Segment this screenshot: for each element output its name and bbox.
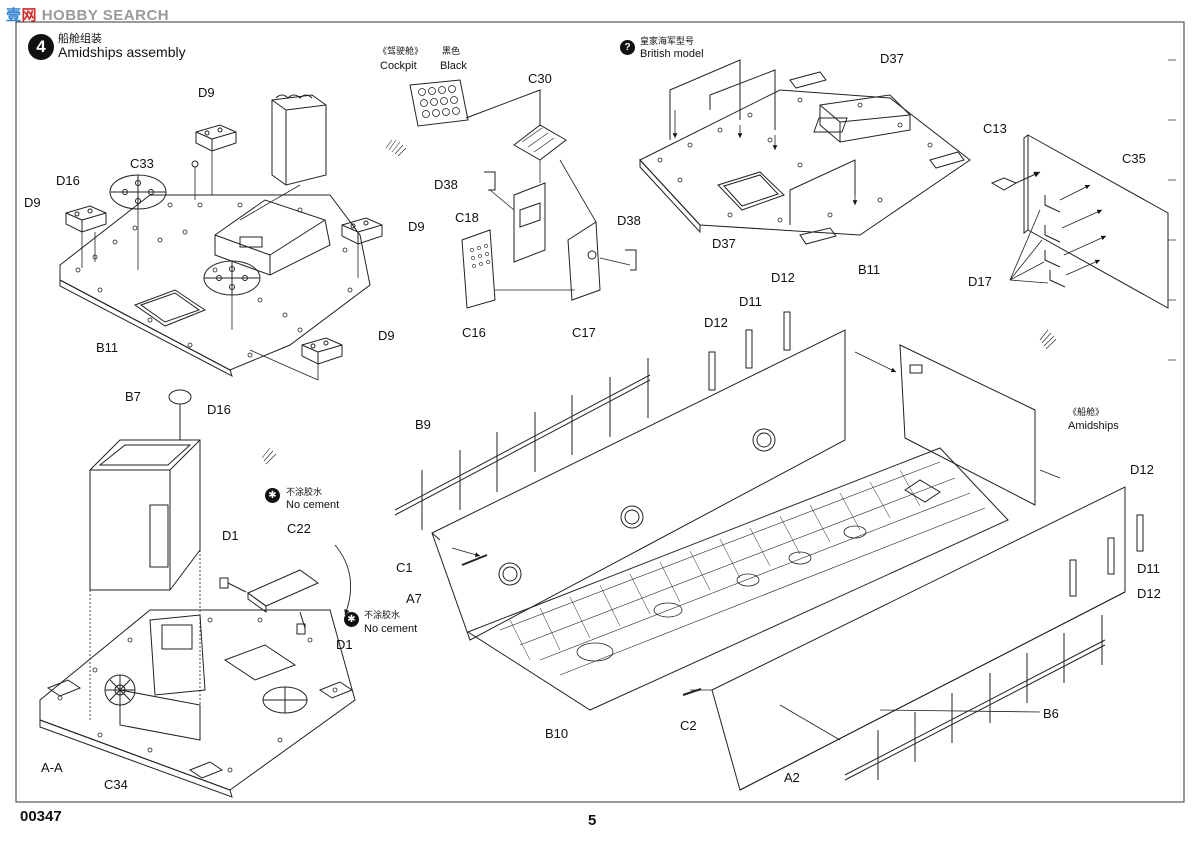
section-label-aa: A-A xyxy=(41,760,63,775)
cutaway-aa xyxy=(39,389,356,798)
amidships-note-en: Amidships xyxy=(1068,420,1119,432)
question-mark-icon: ? xyxy=(620,40,635,55)
part-label-d11: D11 xyxy=(1137,561,1160,576)
part-label-b10: B10 xyxy=(545,726,569,741)
step-title-en: Amidships assembly xyxy=(58,44,186,60)
cockpit-note-cn: 《驾驶舱》 xyxy=(378,47,424,57)
no-cement-cn-1: 不涂胶水 xyxy=(286,488,323,498)
part-label-d38: D38 xyxy=(617,213,641,228)
watermark-part-b: 网 xyxy=(21,7,38,24)
british-model-cn: 皇家海军型号 xyxy=(640,37,695,47)
cockpit-note-en: Cockpit xyxy=(380,60,417,72)
watermark-logo: 壹网 HOBBY SEARCH xyxy=(6,4,169,25)
black-note-en: Black xyxy=(440,60,467,72)
part-label-a7: A7 xyxy=(406,591,422,606)
part-label-d37: D37 xyxy=(712,236,736,251)
part-label-d12: D12 xyxy=(704,315,728,330)
watermark-part-c: HOBBY SEARCH xyxy=(41,7,170,24)
deck-plate-b11-topleft xyxy=(59,94,383,381)
part-label-d11: D11 xyxy=(739,294,762,309)
part-label-d37: D37 xyxy=(880,51,904,66)
british-model-en: British model xyxy=(640,48,704,60)
no-cement-icon: ✱ xyxy=(344,612,359,627)
amidships-note-cn: 《船舱》 xyxy=(1068,408,1105,418)
part-label-d38: D38 xyxy=(434,177,458,192)
part-label-b9: B9 xyxy=(415,417,431,432)
cockpit-parts xyxy=(385,79,637,309)
part-label-c30: C30 xyxy=(528,71,552,86)
part-label-d9: D9 xyxy=(378,328,395,343)
no-cement-en-1: No cement xyxy=(286,499,340,511)
step-number: 4 xyxy=(28,34,54,60)
page-number: 5 xyxy=(588,812,597,829)
part-label-d9: D9 xyxy=(408,219,425,234)
part-label-c2: C2 xyxy=(680,718,697,733)
part-label-c16: C16 xyxy=(462,325,486,340)
part-label-c18: C18 xyxy=(455,210,479,225)
no-cement-icon: ✱ xyxy=(265,488,280,503)
part-label-b11: B11 xyxy=(858,262,881,277)
hull-assembly xyxy=(394,311,1144,791)
no-cement-cn-2: 不涂胶水 xyxy=(364,611,401,621)
bulkhead-c35 xyxy=(990,134,1169,350)
part-label-b6: B6 xyxy=(1043,706,1059,721)
part-label-c22: C22 xyxy=(287,521,311,536)
part-label-c1: C1 xyxy=(396,560,413,575)
part-label-d12: D12 xyxy=(1137,586,1161,601)
part-label-d12: D12 xyxy=(771,270,795,285)
part-label-c35: C35 xyxy=(1122,151,1146,166)
step-title-cn: 船舱组装 xyxy=(58,32,102,45)
part-label-c17: C17 xyxy=(572,325,596,340)
part-label-d1: D1 xyxy=(222,528,239,543)
margin-ticks xyxy=(1168,59,1176,361)
part-label-b11: B11 xyxy=(96,340,119,355)
part-label-c34: C34 xyxy=(104,777,128,792)
part-label-a2: A2 xyxy=(784,770,800,785)
part-label-d17: D17 xyxy=(968,274,992,289)
deck-plate-b11-topright xyxy=(639,59,971,245)
part-label-c33: C33 xyxy=(130,156,154,171)
kit-code: 00347 xyxy=(20,808,62,825)
part-label-b7: B7 xyxy=(125,389,141,404)
part-label-d12: D12 xyxy=(1130,462,1154,477)
watermark-part-a: 壹 xyxy=(6,7,22,24)
black-note-cn: 黑色 xyxy=(442,47,461,57)
part-label-d16: D16 xyxy=(207,402,231,417)
part-label-c13: C13 xyxy=(983,121,1007,136)
part-label-d16: D16 xyxy=(56,173,80,188)
no-cement-en-2: No cement xyxy=(364,623,418,635)
part-label-d9: D9 xyxy=(198,85,215,100)
part-label-d1: D1 xyxy=(336,637,353,652)
part-label-d9: D9 xyxy=(24,195,41,210)
